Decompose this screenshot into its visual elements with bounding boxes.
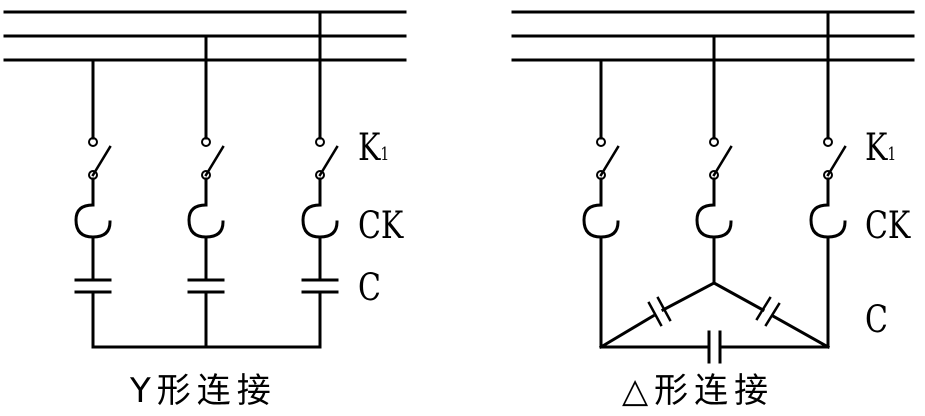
delta-capacitor-right xyxy=(711,280,831,350)
delta-reactor-label: CK xyxy=(865,204,911,248)
y-switch-label: K1 xyxy=(358,126,389,170)
delta-capacitor-label: C xyxy=(865,298,888,342)
y-reactor-label: CK xyxy=(358,204,404,248)
y-phase-1 xyxy=(74,58,112,349)
delta-caption: △形连接 xyxy=(622,371,774,411)
delta-connection-diagram xyxy=(511,10,915,364)
y-phase-2 xyxy=(187,34,225,349)
y-connection-diagram xyxy=(3,10,407,349)
delta-capacitor-bottom xyxy=(599,330,830,364)
delta-labels: K1 CK C △形连接 xyxy=(622,126,911,411)
delta-phase-2 xyxy=(695,34,733,285)
y-capacitor-label: C xyxy=(358,266,381,310)
y-caption: Y形连接 xyxy=(129,371,277,411)
delta-capacitor-left xyxy=(598,280,717,350)
delta-phase-1 xyxy=(582,58,620,349)
y-phase-3 xyxy=(301,10,339,349)
y-labels: K1 CK C Y形连接 xyxy=(129,126,404,411)
delta-switch-label: K1 xyxy=(865,126,896,170)
delta-phase-3 xyxy=(809,10,847,349)
